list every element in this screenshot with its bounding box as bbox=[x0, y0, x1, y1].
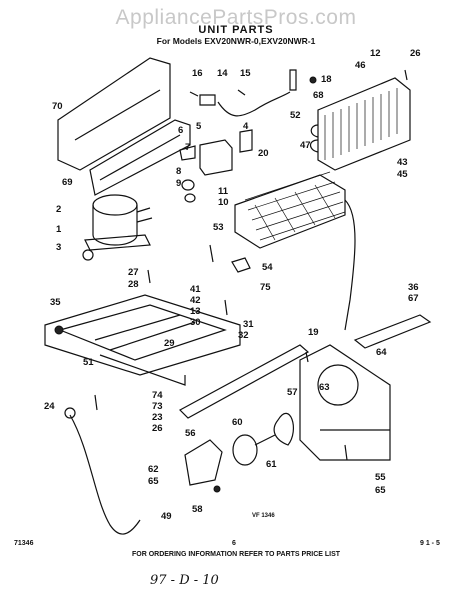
callout-32: 32 bbox=[238, 330, 249, 341]
callout-30: 30 bbox=[190, 317, 201, 328]
callout-54: 54 bbox=[262, 262, 273, 273]
callout-35: 35 bbox=[50, 297, 61, 308]
grommet-part bbox=[82, 249, 94, 261]
callout-74: 74 bbox=[152, 390, 163, 401]
callout-14: 14 bbox=[217, 68, 228, 79]
callout-49: 49 bbox=[161, 511, 172, 522]
callout-8: 8 bbox=[176, 166, 181, 177]
callout-57: 57 bbox=[287, 387, 298, 398]
watermark: AppliancePartsPros.com bbox=[115, 6, 357, 29]
callout-26a: 26 bbox=[410, 48, 421, 59]
callout-23: 23 bbox=[152, 412, 163, 423]
callout-18: 18 bbox=[321, 74, 332, 85]
callout-20: 20 bbox=[258, 148, 269, 159]
clamp-part bbox=[231, 257, 251, 273]
callout-15: 15 bbox=[240, 68, 251, 79]
diagram-subtitle: For Models EXV20NWR-0,EXV20NWR-1 bbox=[156, 36, 316, 46]
callout-52: 52 bbox=[290, 110, 301, 121]
callout-4: 4 bbox=[243, 121, 249, 132]
relay-parts bbox=[179, 129, 253, 203]
callout-27: 27 bbox=[128, 267, 139, 278]
callout-69: 69 bbox=[62, 177, 73, 188]
callout-53: 53 bbox=[213, 222, 224, 233]
callout-6: 6 bbox=[178, 125, 183, 136]
handwritten-note: 97 - D - 10 bbox=[150, 573, 219, 588]
base-frame-part bbox=[44, 294, 241, 386]
callout-1: 1 bbox=[56, 224, 62, 235]
callout-60: 60 bbox=[232, 417, 243, 428]
footer-page-number: 6 bbox=[232, 540, 236, 547]
callout-7: 7 bbox=[185, 142, 190, 153]
callout-45: 45 bbox=[397, 169, 408, 180]
callout-16: 16 bbox=[192, 68, 203, 79]
callout-73: 73 bbox=[152, 401, 163, 412]
rail-part bbox=[179, 344, 310, 419]
capillary-tube-part bbox=[344, 199, 356, 331]
callout-13: 13 bbox=[190, 306, 201, 317]
callout-47: 47 bbox=[300, 140, 311, 151]
footer-left-code: 71346 bbox=[14, 540, 34, 547]
callout-42: 42 bbox=[190, 295, 201, 306]
callout-43: 43 bbox=[397, 157, 408, 168]
harness-connector-part bbox=[64, 407, 76, 419]
callout-63: 63 bbox=[319, 382, 330, 393]
motor-bracket-part bbox=[184, 439, 223, 486]
drier-tube-part bbox=[189, 69, 297, 117]
callout-58: 58 bbox=[192, 504, 203, 515]
screw-parts bbox=[54, 69, 408, 493]
callout-2: 2 bbox=[56, 204, 61, 215]
callout-10: 10 bbox=[218, 197, 229, 208]
callout-65a: 65 bbox=[148, 476, 159, 487]
callout-65b: 65 bbox=[375, 485, 386, 496]
callout-28: 28 bbox=[128, 279, 139, 290]
compressor-part bbox=[84, 194, 153, 251]
callout-36: 36 bbox=[408, 282, 419, 293]
callout-68: 68 bbox=[313, 90, 324, 101]
callout-11: 11 bbox=[218, 186, 229, 197]
callout-51: 51 bbox=[83, 357, 94, 368]
wire-harness-part bbox=[69, 414, 141, 535]
footer-right-code: 9 1 - 5 bbox=[420, 540, 440, 547]
callout-24: 24 bbox=[44, 401, 55, 412]
callout-19: 19 bbox=[308, 327, 319, 338]
callout-3: 3 bbox=[56, 242, 61, 253]
fan-shroud-part bbox=[299, 344, 391, 461]
order-info-text: FOR ORDERING INFORMATION REFER TO PARTS … bbox=[131, 551, 341, 558]
condenser-coil-part bbox=[309, 77, 411, 171]
callout-46: 46 bbox=[355, 60, 366, 71]
back-panel-part bbox=[57, 57, 191, 196]
fan-assembly-part bbox=[232, 412, 295, 466]
drawing-code: VF 1346 bbox=[252, 513, 275, 519]
callout-29: 29 bbox=[164, 338, 175, 349]
callout-9: 9 bbox=[176, 178, 181, 189]
callout-55: 55 bbox=[375, 472, 386, 483]
callout-67: 67 bbox=[408, 293, 419, 304]
callout-31: 31 bbox=[243, 319, 254, 330]
callout-5: 5 bbox=[196, 121, 202, 132]
diagram-title: UNIT PARTS bbox=[198, 24, 274, 36]
callout-62: 62 bbox=[148, 464, 159, 475]
callout-70: 70 bbox=[52, 101, 63, 112]
callout-26b: 26 bbox=[152, 423, 163, 434]
callout-56: 56 bbox=[185, 428, 196, 439]
callout-12: 12 bbox=[370, 48, 381, 59]
callout-41: 41 bbox=[190, 284, 201, 295]
drain-trough-part bbox=[353, 314, 432, 349]
callout-61: 61 bbox=[266, 459, 277, 470]
callout-64: 64 bbox=[376, 347, 387, 358]
evaporator-coil-part bbox=[234, 171, 346, 249]
callout-75: 75 bbox=[260, 282, 271, 293]
